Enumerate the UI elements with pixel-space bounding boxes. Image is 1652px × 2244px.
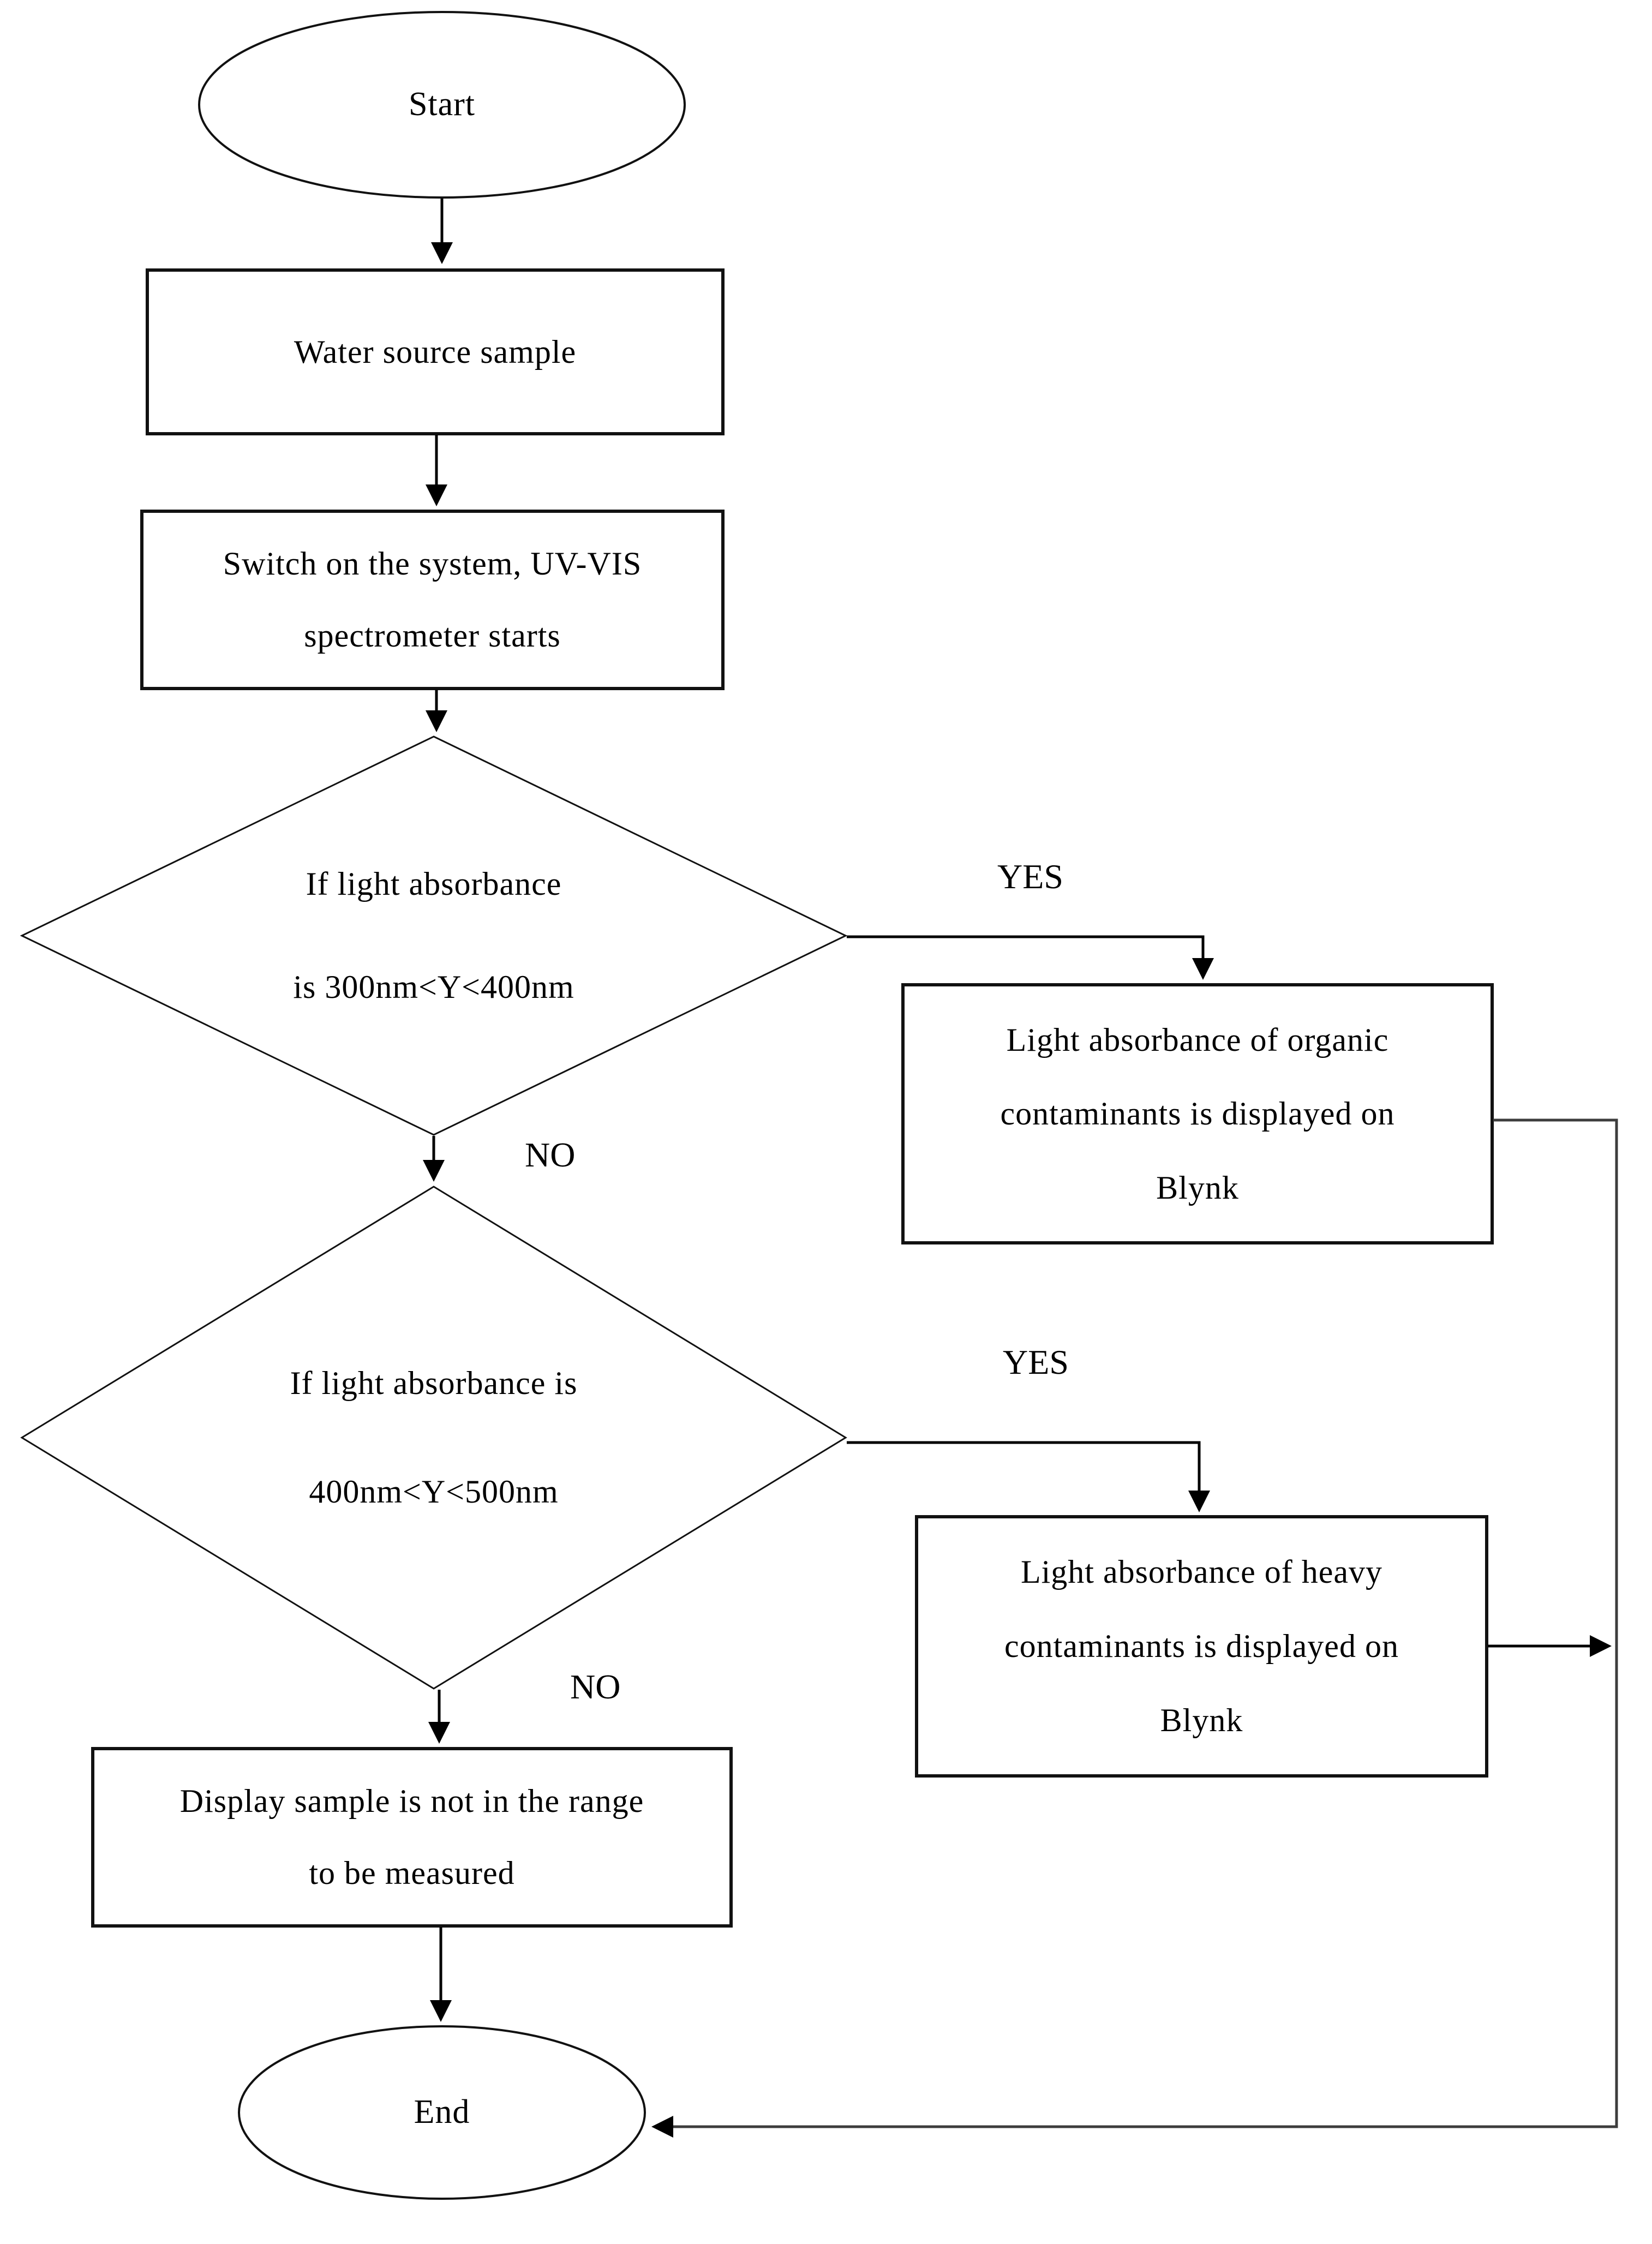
decision2-diamond-shape [20,1186,847,1690]
out-of-range-label: Display sample is not in the range to be… [93,1749,731,1926]
decision2-no-label: NO [570,1667,621,1706]
out-of-range-line-2: to be measured [309,1854,515,1891]
decision1-diamond-shape [20,735,848,1136]
organic-result-line-3: Blynk [1156,1169,1239,1206]
decision1-line-2: is 300nm<Y<400nm [293,969,574,1005]
end-label-text: End [414,2093,470,2131]
decision2-line-2: 400nm<Y<500nm [309,1474,559,1510]
out-of-range-box-shape [91,1747,733,1928]
water-sample-box-shape [146,268,725,435]
decision1-yes-label: YES [997,857,1063,896]
heavy-result-line-3: Blynk [1160,1702,1243,1738]
arrow-decision1-yes [847,935,1214,980]
decision1-no-label: NO [525,1135,576,1174]
switch-on-label: Switch on the system, UV-VIS spectromete… [142,511,723,689]
water-sample-label: Water source sample [147,270,723,434]
switch-on-box-shape [140,510,725,690]
arrow-decision2-yes [847,1441,1210,1512]
decision1-label: If light absorbance is 300nm<Y<400nm [22,737,846,1135]
decision1-line-1: If light absorbance [306,866,562,902]
decision2-label: If light absorbance is 400nm<Y<500nm [22,1187,846,1689]
heavy-result-line-2: contaminants is displayed on [1004,1628,1399,1664]
organic-result-line-1: Light absorbance of organic [1006,1021,1389,1058]
start-label-text: Start [408,86,476,123]
heavy-result-box-shape [915,1515,1488,1778]
decision2-yes-label: YES [1003,1343,1069,1381]
start-label: Start [200,12,684,198]
end-terminator-shape [238,2025,646,2200]
water-sample-label-text: Water source sample [294,333,577,370]
switch-on-line-2: spectrometer starts [304,617,561,654]
heavy-result-label: Light absorbance of heavy contaminants i… [917,1517,1487,1776]
organic-result-line-2: contaminants is displayed on [1000,1096,1395,1132]
decision2-line-1: If light absorbance is [290,1365,578,1401]
heavy-result-line-1: Light absorbance of heavy [1020,1554,1383,1590]
end-label: End [239,2026,645,2199]
out-of-range-line-1: Display sample is not in the range [179,1783,644,1820]
organic-result-box-shape [901,983,1494,1244]
switch-on-line-1: Switch on the system, UV-VIS [223,546,642,582]
start-terminator-shape [198,11,686,199]
arrow-organic-to-end [651,1118,1618,2138]
organic-result-label: Light absorbance of organic contaminants… [903,985,1492,1243]
